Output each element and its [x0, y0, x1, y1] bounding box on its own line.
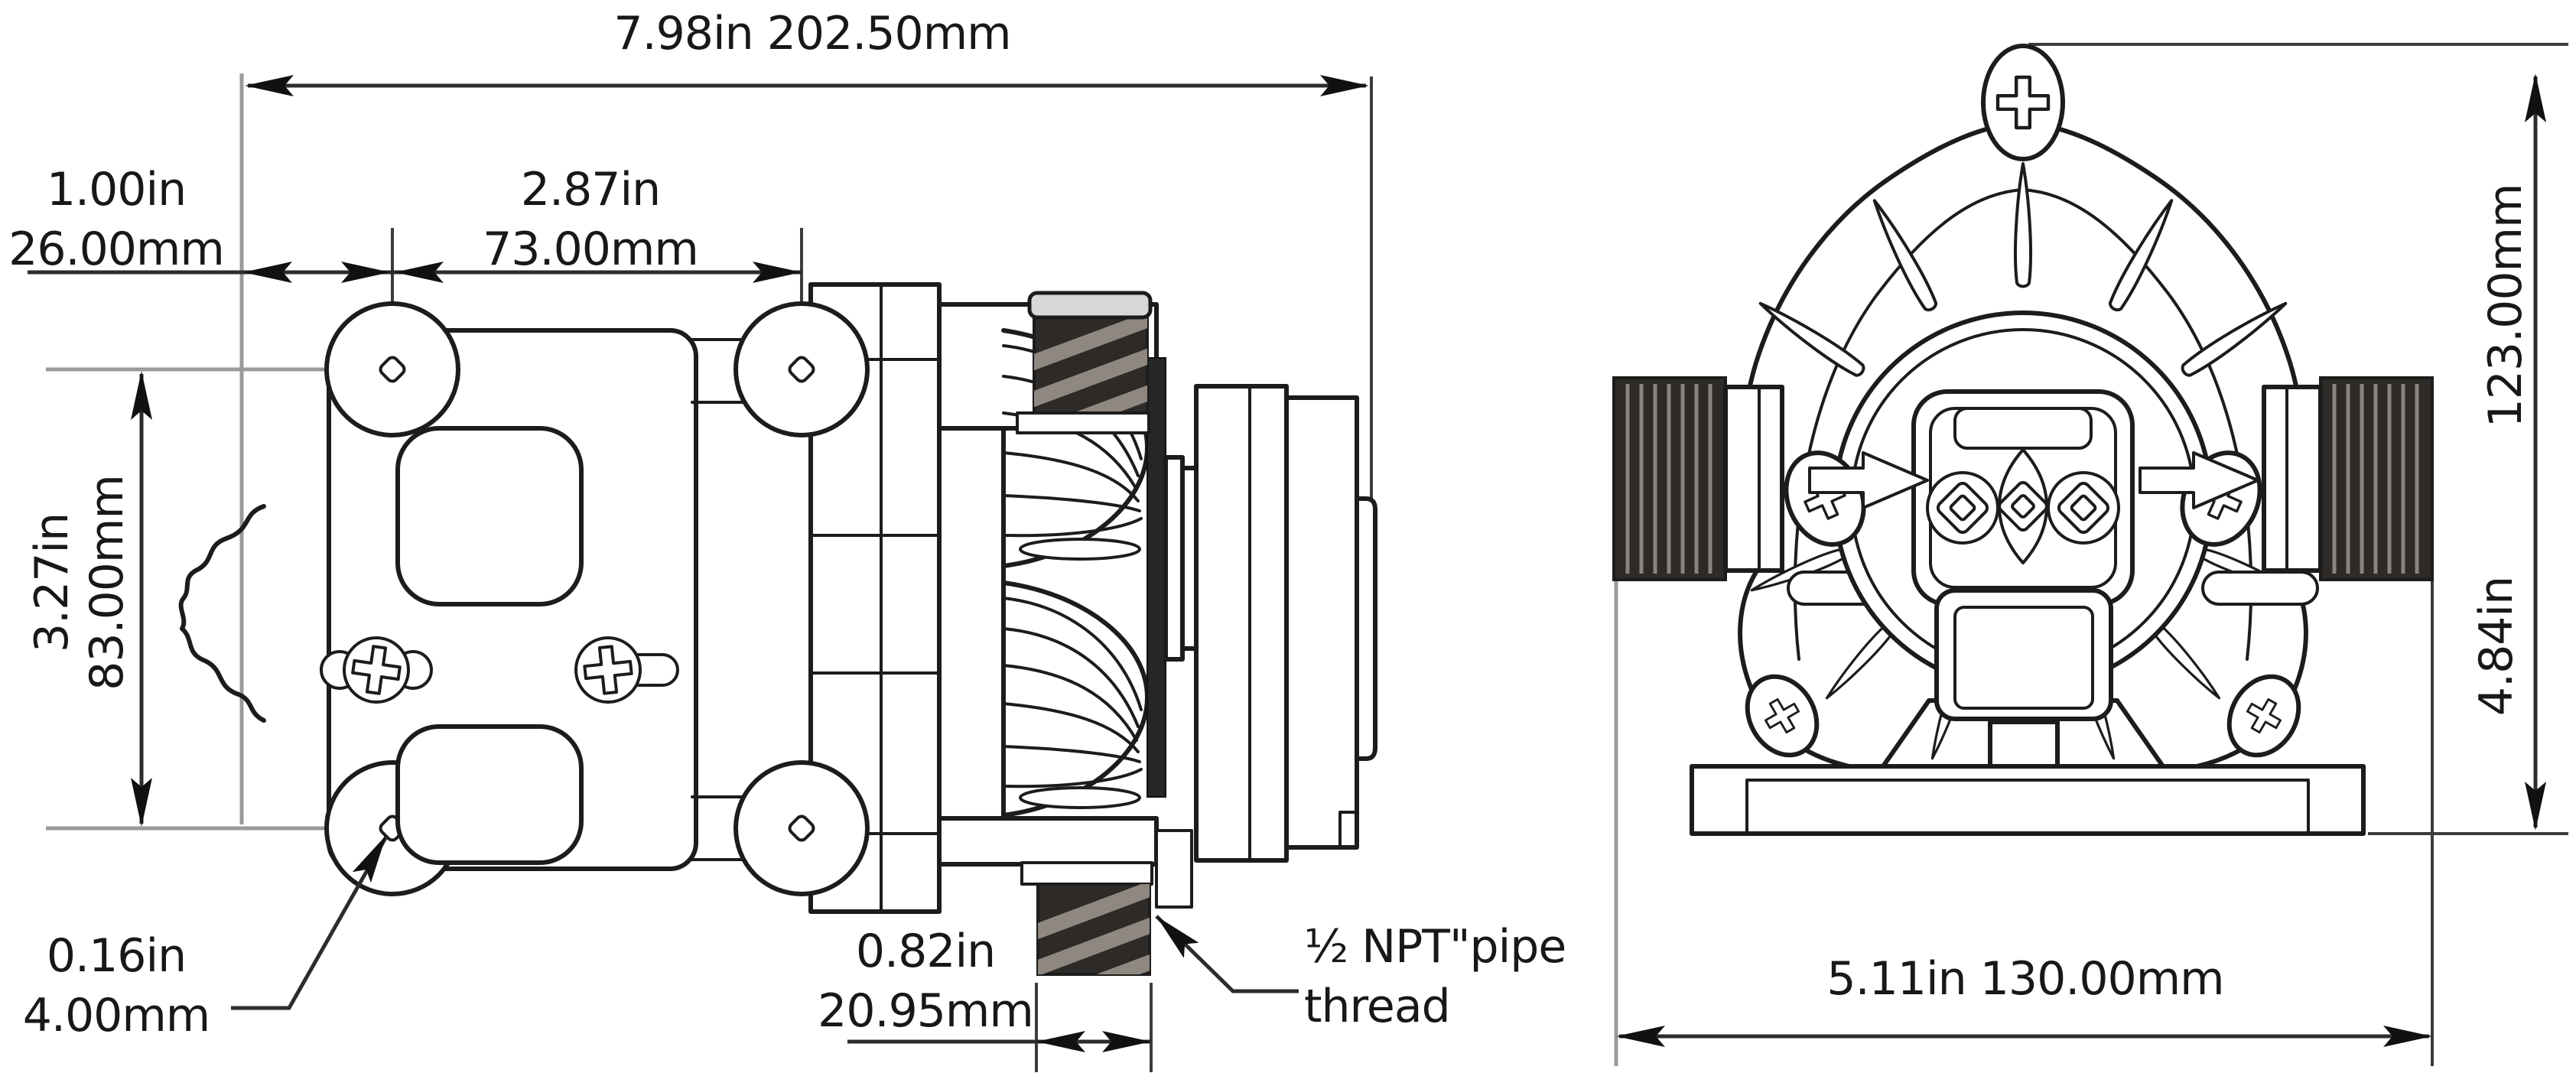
dim-port-diameter: 0.82in 20.95mm	[818, 925, 1151, 1052]
dim-height: 123.00mm 4.84in	[2470, 73, 2546, 831]
dim-arrow	[1156, 916, 1199, 958]
dim-height-mm: 123.00mm	[2479, 184, 2532, 428]
pump-head-center	[1833, 311, 2213, 691]
port-collar	[1020, 861, 1153, 886]
dim-base-width: 5.11in 130.00mm	[1616, 952, 2432, 1047]
callout-thread-line1: ½ NPT"pipe	[1304, 920, 1566, 974]
head-plate-handle	[1953, 407, 2093, 450]
motor-end-cap	[1355, 496, 1377, 761]
motor-rear-housing	[1284, 395, 1359, 850]
phillips-screw-icon	[320, 636, 433, 704]
phillips-screw-icon	[1981, 44, 2065, 161]
dim-arrow	[131, 371, 152, 420]
valve-bottom-plate	[937, 816, 1159, 867]
head-bolt	[1926, 471, 1999, 545]
dim-arrow	[753, 262, 802, 283]
bracket-cutout	[395, 724, 584, 865]
pipe-thread-icon	[1612, 376, 1784, 581]
leader-line	[231, 835, 389, 1010]
flow-arrow-icon	[2139, 451, 2259, 509]
base-plate	[1690, 764, 2366, 836]
dim-hole-spacing-h-mm: 73.00mm	[483, 223, 698, 276]
dim-overall-length: 7.98in 202.50mm	[245, 7, 1369, 96]
pipe-thread-icon	[2262, 376, 2434, 581]
bracket-foot	[324, 301, 460, 437]
dim-arrow	[352, 835, 386, 883]
dim-edge-to-hole-in: 1.00in	[47, 163, 186, 216]
dim-mount-hole-in: 0.16in	[47, 929, 186, 983]
dim-mount-hole-diameter: 0.16in 4.00mm	[23, 835, 389, 1042]
dim-overall-length-label: 7.98in 202.50mm	[613, 7, 1010, 60]
housing-step	[1155, 829, 1193, 909]
pressure-switch	[1934, 588, 2113, 769]
dim-height-in: 4.84in	[2470, 577, 2523, 716]
phillips-screw-icon	[574, 636, 679, 704]
dim-mount-hole-mm: 4.00mm	[23, 989, 210, 1042]
callout-thread-line2: thread	[1304, 980, 1450, 1033]
valve-body	[937, 426, 1006, 821]
center-bolt	[1997, 448, 2049, 564]
rubber-bumper	[178, 504, 266, 723]
dim-hole-spacing-h-in: 2.87in	[521, 163, 660, 216]
phillips-screw-icon	[1745, 674, 1820, 758]
leader-line	[1155, 915, 1299, 993]
dim-base-width-label: 5.11in 130.00mm	[1826, 952, 2223, 1006]
dim-arrow	[243, 262, 292, 283]
bracket-foot	[733, 760, 870, 896]
front-view: 123.00mm 4.84in	[1612, 43, 2568, 1066]
dim-arrow	[341, 262, 390, 283]
dim-port-in: 0.82in	[856, 925, 995, 978]
dim-edge-to-hole-mm: 26.00mm	[8, 223, 224, 276]
dim-edge-to-hole: 1.00in 26.00mm 2.87in 73.00mm	[8, 163, 802, 283]
side-view: 7.98in 202.50mm 1.00in 26.00mm 2.87in 73…	[8, 7, 1566, 1072]
dim-port-mm: 20.95mm	[818, 984, 1033, 1038]
dim-arrow	[245, 75, 294, 96]
dim-arrow	[395, 262, 444, 283]
switch-stem	[1988, 720, 2060, 769]
port-collar	[1016, 411, 1150, 434]
dim-hole-spacing-vertical: 3.27in 83.00mm	[25, 371, 152, 827]
dim-arrow	[131, 778, 152, 827]
port-cap	[1027, 291, 1153, 320]
callout-pipe-thread: ½ NPT"pipe thread	[1155, 915, 1566, 1033]
motor-body	[1194, 384, 1289, 863]
pipe-thread-icon	[1020, 861, 1153, 976]
dim-arrow	[2383, 1026, 2432, 1047]
dim-hole-spacing-v-mm: 83.00mm	[80, 475, 134, 691]
diaphragm-bottom-bulb	[1001, 580, 1150, 818]
bracket-cutout	[395, 426, 584, 606]
dim-hole-spacing-v-in: 3.27in	[25, 513, 79, 652]
pipe-thread-icon	[1016, 291, 1153, 434]
dim-arrow	[2525, 73, 2546, 122]
flow-arrow-icon	[1808, 451, 1929, 509]
head-bolt	[2047, 471, 2120, 545]
side-pad	[2201, 571, 2319, 606]
bracket-foot	[733, 301, 870, 437]
dim-arrow	[1320, 75, 1369, 96]
phillips-screw-icon	[2226, 674, 2301, 758]
dim-arrow	[1616, 1026, 1665, 1047]
port-collar	[1723, 385, 1784, 573]
dim-arrow	[1102, 1031, 1151, 1052]
dim-arrow	[1036, 1031, 1085, 1052]
switch-rocker	[1953, 606, 2094, 710]
dim-arrow	[2525, 782, 2546, 831]
port-collar	[2262, 385, 2323, 573]
mounting-base	[1690, 698, 2366, 836]
mounting-bracket	[178, 301, 870, 896]
pump-front-drawing	[1612, 44, 2434, 836]
pump-side-drawing	[178, 282, 1377, 976]
